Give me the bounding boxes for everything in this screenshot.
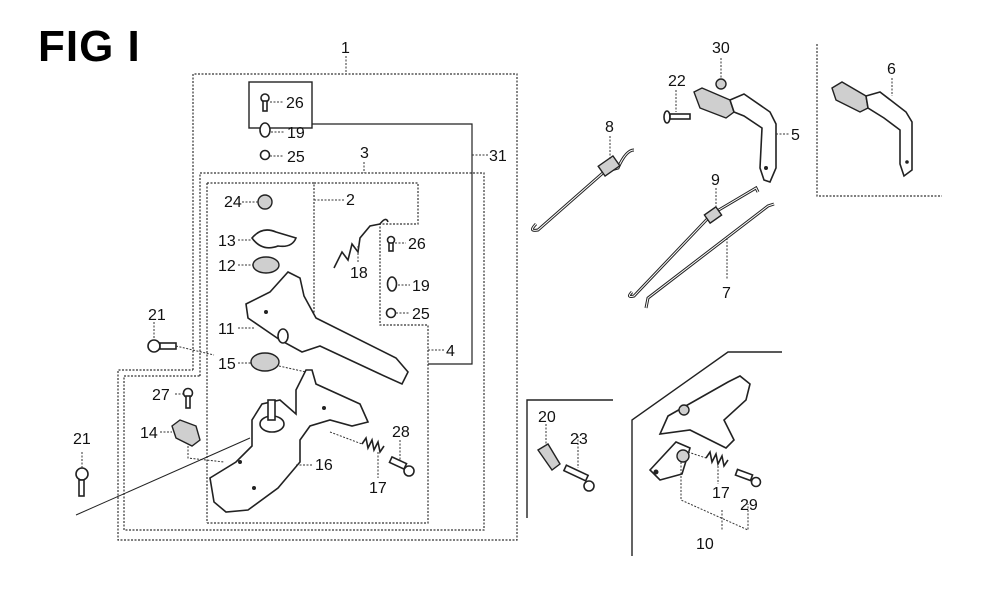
bracket-6-icon [831, 78, 913, 178]
assembly-31-bracket [312, 123, 488, 365]
callout-30: 30 [712, 40, 730, 57]
spring-18-icon [333, 218, 389, 269]
callout-25b: 25 [412, 306, 430, 323]
callout-18: 18 [350, 265, 368, 282]
callout-16: 16 [315, 457, 333, 474]
inset-box-10 [631, 351, 782, 556]
spring-18-bracket [207, 182, 429, 524]
cam-13-icon [238, 229, 298, 249]
bolt-29-icon [734, 468, 762, 488]
callout-25a: 25 [287, 149, 305, 166]
callout-2: 2 [346, 192, 355, 209]
base-plate-16-icon [209, 369, 370, 513]
callout-13: 13 [218, 233, 236, 250]
bolt-22-icon [663, 90, 691, 124]
control-lever-11-icon [238, 271, 409, 386]
callout-17a: 17 [369, 480, 387, 497]
bolt-28-icon [388, 440, 415, 477]
bracket-5-icon [693, 87, 790, 183]
nut-30-icon [715, 58, 727, 90]
inset-box-6 [816, 44, 942, 197]
callout-21a: 21 [148, 307, 166, 324]
clip-14-icon [160, 419, 225, 463]
spring-17b-icon [687, 449, 729, 484]
callout-9: 9 [711, 172, 720, 189]
nut-24-icon [242, 194, 273, 210]
screw-27-icon [175, 387, 194, 409]
collar-20-icon [536, 424, 561, 471]
callout-22: 22 [668, 73, 686, 90]
callout-1: 1 [341, 40, 350, 57]
callout-3: 3 [360, 145, 369, 162]
callout-14: 14 [140, 425, 158, 442]
nut-19-icon [259, 122, 284, 138]
inset-box-20-23 [526, 399, 613, 518]
screw-26b-icon [386, 235, 406, 252]
callout-8: 8 [605, 119, 614, 136]
hardware-kit-box [248, 81, 313, 129]
throttle-bracket-10-icon [648, 375, 751, 531]
callout-12: 12 [218, 258, 236, 275]
bolt-23-icon [562, 436, 595, 492]
assembly-1-box [117, 56, 518, 541]
figure-title: FIG I [38, 22, 141, 71]
callout-5: 5 [791, 127, 800, 144]
callout-29: 29 [740, 497, 758, 514]
clip-25b-icon [385, 307, 410, 319]
callout-11: 11 [218, 321, 235, 338]
callout-7: 7 [722, 285, 731, 302]
washer-12-icon [238, 256, 280, 274]
callout-21b: 21 [73, 431, 91, 448]
callout-19a: 19 [287, 125, 305, 142]
nut-19b-icon [386, 276, 410, 292]
callout-31: 31 [489, 148, 507, 165]
governor-spring-8-icon [531, 136, 635, 232]
callout-15: 15 [218, 356, 236, 373]
callout-4: 4 [446, 343, 455, 360]
screw-26-icon [260, 93, 283, 112]
rod-7-icon [644, 202, 775, 309]
callout-24: 24 [224, 194, 242, 211]
spring-9-icon [627, 185, 760, 298]
callout-17b: 17 [712, 485, 730, 502]
callout-26b: 26 [408, 236, 426, 253]
callout-labels: 1 2 3 4 5 6 7 8 9 10 11 12 13 14 15 16 1… [73, 40, 896, 553]
callout-10: 10 [696, 536, 714, 553]
assembly-3-box [123, 162, 485, 531]
bolt-21b-icon [75, 437, 251, 516]
clip-25-icon [259, 149, 284, 161]
callout-20: 20 [538, 409, 556, 426]
callout-28: 28 [392, 424, 410, 441]
callout-6: 6 [887, 61, 896, 78]
washer-15-icon [238, 352, 307, 373]
bolt-21a-icon [147, 322, 215, 356]
callout-23: 23 [570, 431, 588, 448]
callout-19b: 19 [412, 278, 430, 295]
spring-17-icon [329, 431, 385, 478]
callout-27: 27 [152, 387, 170, 404]
callout-26a: 26 [286, 95, 304, 112]
